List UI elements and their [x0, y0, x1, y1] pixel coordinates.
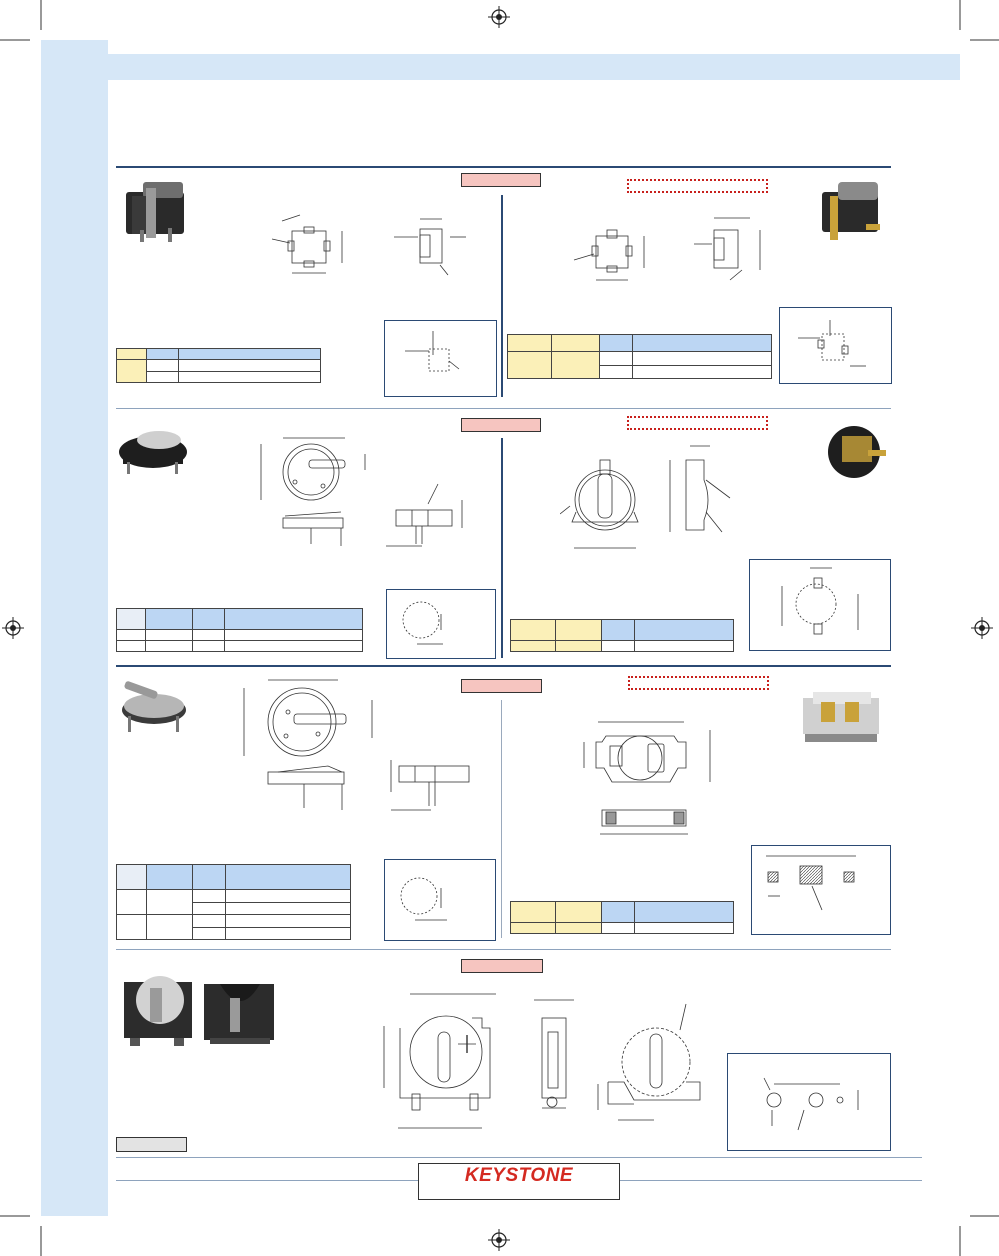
product-photo: [119, 431, 187, 474]
product-photo: [822, 182, 880, 240]
top-header-band: [108, 54, 960, 80]
technical-drawing: [394, 218, 466, 276]
technical-drawing: [383, 993, 496, 1129]
detail-box: [386, 589, 496, 659]
spec-table: [116, 348, 321, 383]
detail-box: [727, 1053, 891, 1151]
technical-drawing: [534, 999, 574, 1109]
column-divider: [501, 700, 502, 938]
section-rule: [116, 408, 891, 409]
product-photo: [828, 426, 886, 478]
footer-logo-box: KEYSTONE: [418, 1163, 620, 1200]
section-rule: [116, 949, 891, 950]
registration-mark-icon: [2, 617, 24, 639]
registration-mark-icon: [971, 617, 993, 639]
column-divider: [501, 195, 503, 397]
part-tag: [461, 959, 543, 973]
registration-mark-icon: [488, 6, 510, 28]
detail-box: [384, 859, 496, 941]
registration-mark-icon: [488, 1229, 510, 1251]
detail-box: [384, 320, 497, 397]
technical-drawing: [583, 721, 711, 835]
section-rule: [116, 166, 891, 168]
detail-box: [749, 559, 891, 651]
part-tag: [461, 679, 542, 693]
product-photo: [126, 182, 184, 242]
technical-drawing: [386, 483, 463, 547]
part-tag: [461, 418, 541, 432]
product-photo: [124, 976, 192, 1046]
technical-drawing: [271, 214, 343, 274]
technical-drawing: [597, 1003, 701, 1121]
product-photo: [122, 681, 186, 732]
detail-box: [751, 845, 891, 935]
part-tag-dotted: [627, 416, 768, 430]
technical-drawing: [694, 217, 761, 281]
keystone-logo: KEYSTONE: [464, 1165, 574, 1186]
spec-table: [507, 334, 772, 379]
left-sidebar-band: [41, 40, 108, 1216]
technical-drawing: [573, 229, 645, 281]
spec-table: [116, 864, 351, 940]
note-box: [116, 1137, 187, 1152]
part-tag-dotted: [628, 676, 769, 690]
section-rule: [116, 665, 891, 667]
spec-table: [510, 619, 734, 652]
part-tag: [461, 173, 541, 187]
spec-table: [116, 608, 363, 652]
technical-drawing: [260, 437, 366, 546]
footer-rule: [116, 1157, 922, 1158]
column-divider: [501, 438, 503, 658]
technical-drawing: [669, 445, 731, 533]
technical-drawing: [560, 459, 639, 549]
detail-box: [779, 307, 892, 384]
technical-drawing: [243, 679, 373, 810]
spec-table: [510, 901, 734, 934]
part-tag-dotted: [627, 179, 768, 193]
product-photo: [204, 984, 274, 1044]
product-photo: [803, 692, 879, 742]
technical-drawing: [390, 760, 470, 811]
